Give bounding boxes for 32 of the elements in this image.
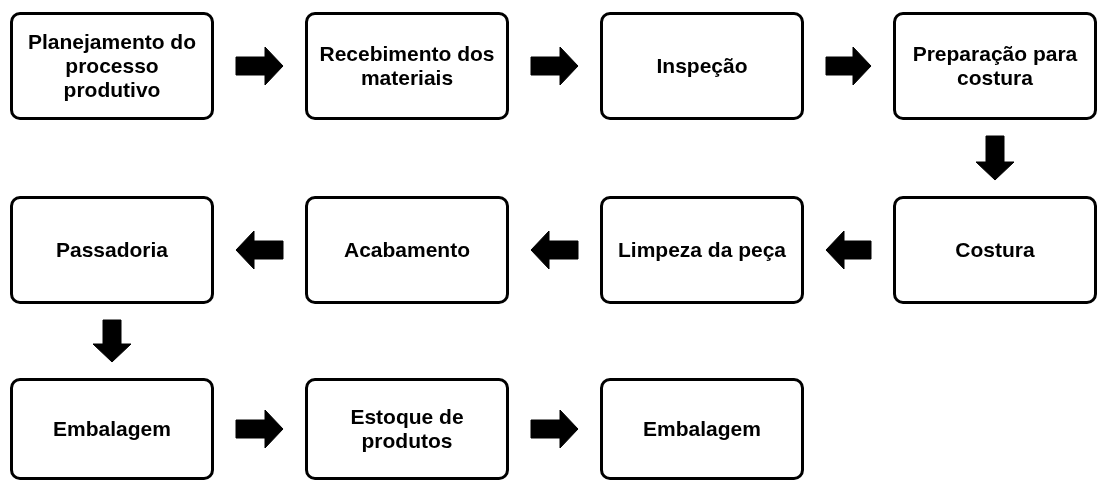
block-arrow xyxy=(235,230,284,270)
step-label: Inspeção xyxy=(656,54,748,78)
step-label: Costura xyxy=(955,238,1035,262)
step-label: Preparação para costura xyxy=(911,42,1079,90)
block-arrow xyxy=(825,230,872,270)
process-box xyxy=(893,196,1097,304)
process-box xyxy=(600,378,804,480)
block-arrow xyxy=(975,135,1015,181)
process-box xyxy=(305,378,509,480)
block-arrow xyxy=(825,46,872,86)
block-arrow xyxy=(530,46,579,86)
step-label: Recebimento dos materiais xyxy=(318,42,496,90)
block-arrow xyxy=(92,319,132,363)
step-label: Limpeza da peça xyxy=(617,238,787,262)
block-arrow xyxy=(235,409,284,449)
process-box xyxy=(305,196,509,304)
process-box xyxy=(305,12,509,120)
process-box xyxy=(10,196,214,304)
step-label: Acabamento xyxy=(344,238,470,262)
block-arrow xyxy=(530,230,579,270)
step-label: Estoque de produtos xyxy=(349,405,465,453)
process-box xyxy=(600,196,804,304)
process-box xyxy=(893,12,1097,120)
step-label: Passadoria xyxy=(55,238,169,262)
block-arrow xyxy=(530,409,579,449)
process-box xyxy=(10,378,214,480)
step-label: Embalagem xyxy=(643,417,761,441)
block-arrow xyxy=(235,46,284,86)
process-box xyxy=(600,12,804,120)
step-label: Embalagem xyxy=(53,417,171,441)
process-box xyxy=(10,12,214,120)
step-label: Planejamento do processo produtivo xyxy=(27,30,197,102)
